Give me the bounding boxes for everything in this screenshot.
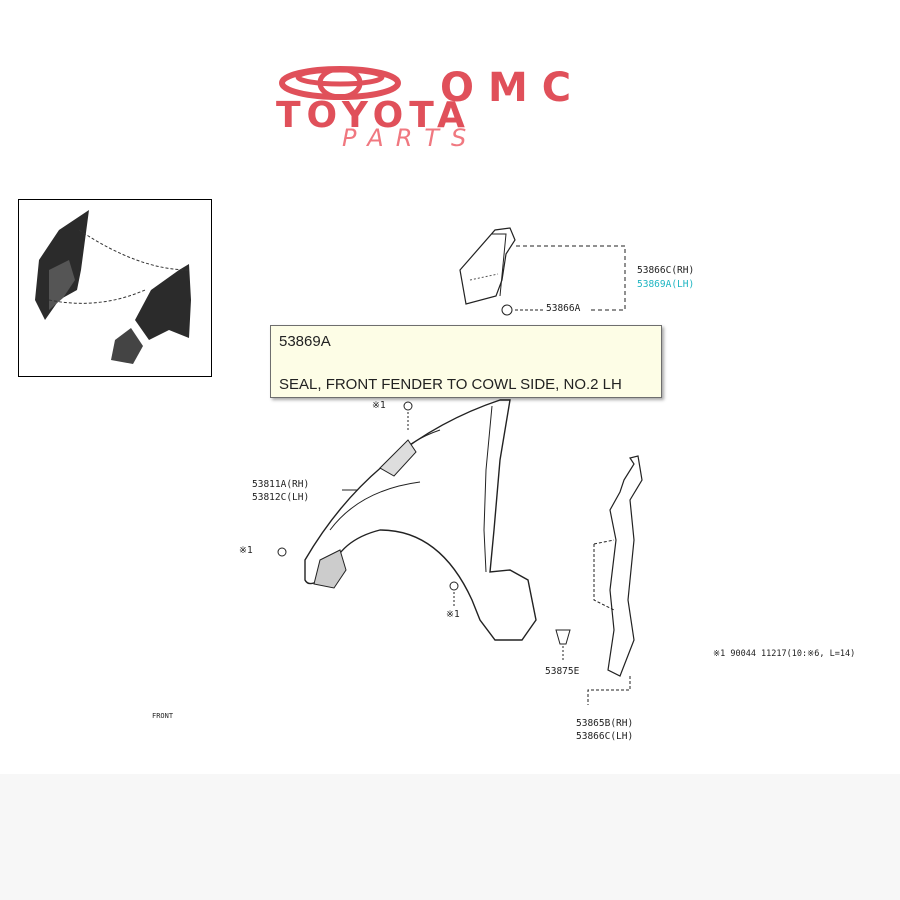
logo-toyota-text: TOYOTA [276, 95, 471, 136]
callout-53869A-lh[interactable]: 53869A(LH) [637, 279, 695, 290]
tooltip-part-code: 53869A [279, 333, 331, 350]
callout-53811A-rh[interactable]: 53811A(RH) [252, 479, 310, 490]
callout-53812C-lh[interactable]: 53812C(LH) [252, 492, 310, 503]
part-tooltip: 53869A SEAL, FRONT FENDER TO COWL SIDE, … [270, 325, 662, 398]
fender-thumbnail-drawing [35, 210, 191, 364]
callout-53865B-rh[interactable]: 53865B(RH) [576, 718, 634, 729]
callout-53866C-lh-lower[interactable]: 53866C(LH) [576, 731, 634, 742]
header-band [0, 0, 900, 126]
logo-parts-text: PARTS [342, 124, 479, 152]
callout-clip-ref-top: ※1 [372, 400, 386, 411]
callout-53875E[interactable]: 53875E [545, 666, 580, 677]
omc-toyota-parts-logo: OMC TOYOTA PARTS [268, 66, 652, 152]
toyota-emblem-icon [279, 66, 401, 100]
vehicle-location-thumbnail[interactable] [18, 199, 212, 377]
callout-53866A[interactable]: 53866A [546, 303, 581, 314]
front-direction-label: FRONT [152, 712, 174, 720]
callout-clip-ref-left: ※1 [239, 545, 253, 556]
callout-53866C-rh[interactable]: 53866C(RH) [637, 265, 695, 276]
fender-exploded-diagram [277, 227, 643, 705]
clip-footnote: ※1 90044 11217(10:※6, L=14) [713, 649, 856, 659]
callout-clip-ref-lower: ※1 [446, 609, 460, 620]
tooltip-part-description: SEAL, FRONT FENDER TO COWL SIDE, NO.2 LH [279, 376, 622, 393]
logo-omc-text: OMC [440, 65, 586, 111]
